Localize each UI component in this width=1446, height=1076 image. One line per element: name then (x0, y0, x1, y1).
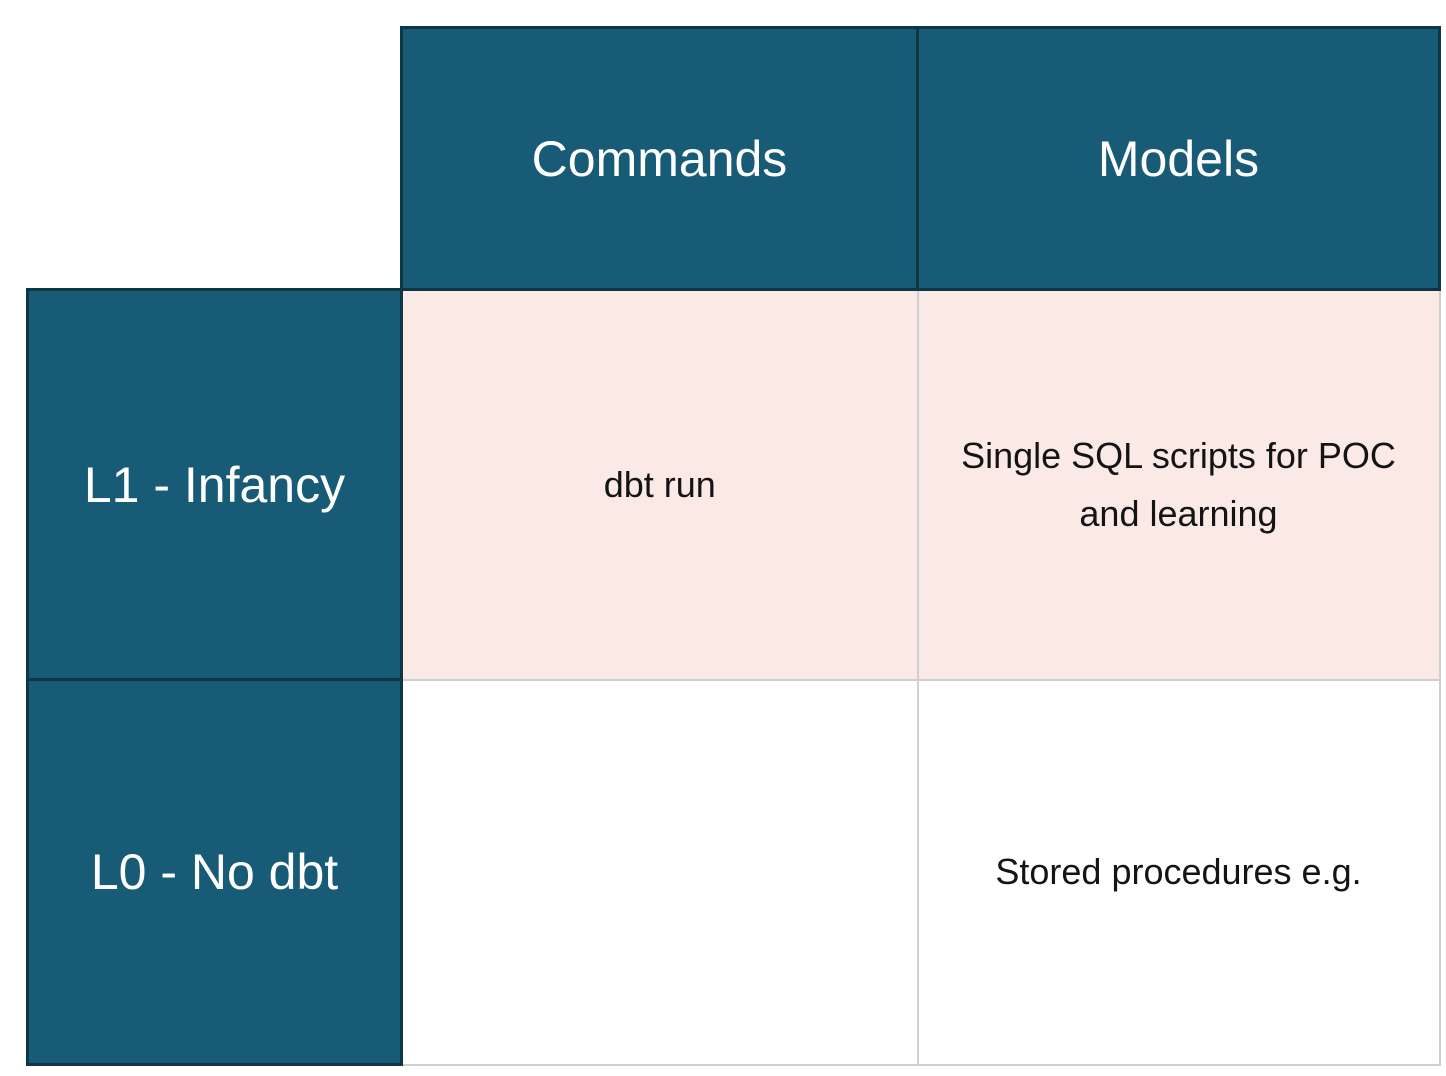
table-row: L0 - No dbt Stored procedures e.g. (26, 678, 1441, 1066)
corner-cell (27, 27, 402, 290)
cell-l0-commands (400, 678, 919, 1066)
column-header-commands: Commands (400, 26, 919, 291)
table-row: L1 - Infancy dbt run Single SQL scripts … (26, 288, 1441, 681)
row-header-l0-no-dbt: L0 - No dbt (26, 678, 403, 1066)
cell-l1-models: Single SQL scripts for POC and learning (916, 288, 1441, 681)
maturity-matrix-table: Commands Models L1 - Infancy dbt run Sin… (26, 26, 1441, 1066)
row-header-l1-infancy: L1 - Infancy (26, 288, 403, 681)
column-header-models: Models (916, 26, 1441, 291)
cell-l1-commands: dbt run (400, 288, 919, 681)
cell-l0-models: Stored procedures e.g. (916, 678, 1441, 1066)
